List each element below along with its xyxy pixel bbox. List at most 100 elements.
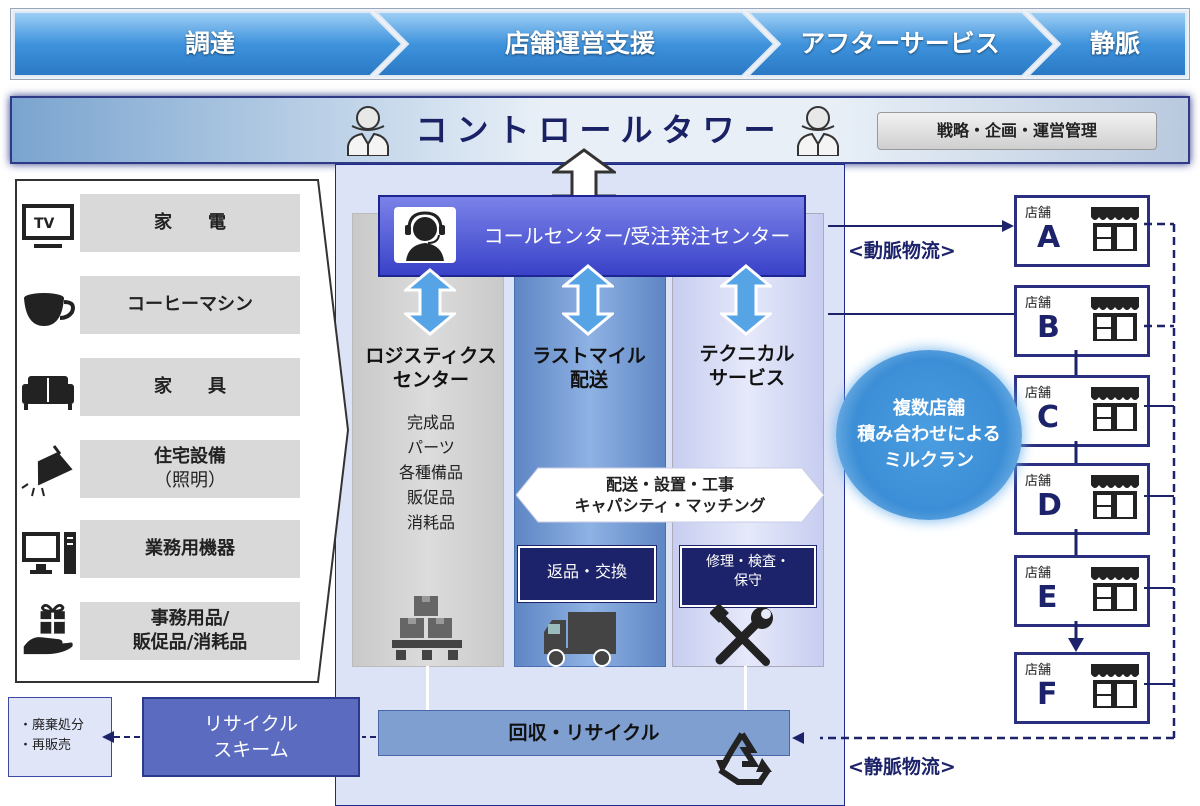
return-exchange-box: 返品・交換 bbox=[517, 545, 657, 603]
shop-building-icon bbox=[1091, 387, 1139, 431]
venous-arrow-head bbox=[792, 732, 804, 744]
store-a: 店舗 A bbox=[1014, 195, 1150, 267]
logistics-item: 完成品 bbox=[406, 413, 455, 432]
phase-after-service: アフターサービス bbox=[800, 29, 1000, 58]
store-letter: E bbox=[1037, 580, 1058, 615]
repair-box: 修理・検査・ 保守 bbox=[679, 545, 817, 608]
phase-chevrons bbox=[13, 11, 1187, 77]
delivery-truck-icon bbox=[544, 612, 616, 667]
product-label: コーヒーマシン bbox=[127, 294, 253, 315]
product-office-supplies: 事務用品/ 販促品/消耗品 bbox=[80, 602, 300, 660]
product-sublabel: 販促品/消耗品 bbox=[132, 632, 248, 653]
store-letter: D bbox=[1037, 488, 1062, 523]
lamp-icon bbox=[21, 445, 73, 497]
phase-chevron-1 bbox=[13, 11, 404, 77]
waste-line2: ・再販売 bbox=[19, 738, 72, 753]
shop-building-icon bbox=[1091, 297, 1139, 341]
phase-chevron-4 bbox=[1025, 11, 1187, 77]
logistics-double-arrow bbox=[404, 268, 456, 336]
store-flow-lines bbox=[820, 220, 1176, 740]
technical-double-arrow bbox=[720, 264, 772, 336]
scheme-line1: リサイクル bbox=[203, 713, 299, 735]
phase-store-support: 店舗運営支援 bbox=[504, 29, 655, 58]
product-label: 事務用品/ bbox=[150, 608, 230, 629]
sofa-icon bbox=[22, 376, 74, 410]
svg-text:TV: TV bbox=[34, 216, 55, 232]
pallet-boxes-icon bbox=[392, 596, 462, 660]
logistics-title-line2: センター bbox=[392, 369, 469, 391]
last-mile-title: ラストマイル 配送 bbox=[514, 344, 664, 392]
delivery-banner: 配送・設置・工事 キャパシティ・マッチング bbox=[530, 474, 810, 516]
logistics-item: 各種備品 bbox=[398, 463, 463, 482]
recycle-collection-bar: 回収・リサイクル bbox=[378, 710, 790, 756]
last-mile-double-arrow bbox=[562, 264, 614, 336]
product-housing-equipment: 住宅設備 （照明） bbox=[80, 440, 300, 498]
store-c: 店舗 C bbox=[1014, 375, 1150, 447]
shop-building-icon bbox=[1091, 567, 1139, 611]
store-label: 店舗 bbox=[1025, 663, 1052, 678]
scheme-line2: スキーム bbox=[213, 739, 289, 761]
milk-run-line1: 複数店舗 bbox=[893, 398, 965, 419]
store-letter: F bbox=[1037, 677, 1058, 712]
logistics-recycle-connector bbox=[426, 666, 429, 710]
product-coffee-machine: コーヒーマシン bbox=[80, 276, 300, 334]
venous-flow-label: <静脈物流> bbox=[848, 756, 956, 778]
last-mile-title-line2: 配送 bbox=[569, 369, 608, 391]
computer-icon bbox=[22, 532, 76, 574]
technical-recycle-connector bbox=[744, 666, 747, 710]
product-label: 家 具 bbox=[154, 376, 226, 397]
store-letter: B bbox=[1037, 310, 1060, 345]
phase-venous: 静脈 bbox=[1089, 29, 1140, 58]
product-label: 家 電 bbox=[154, 212, 226, 233]
call-center-box: コールセンター/受注発注センター bbox=[378, 195, 806, 277]
gift-hand-icon bbox=[23, 603, 73, 655]
product-furniture: 家 具 bbox=[80, 358, 300, 416]
product-appliance: 家 電 bbox=[80, 194, 300, 252]
repair-line1: 修理・検査・ bbox=[706, 554, 790, 570]
store-label: 店舗 bbox=[1025, 296, 1052, 311]
logistics-item: 消耗品 bbox=[406, 513, 455, 532]
coffee-cup-icon bbox=[24, 293, 75, 326]
store-d: 店舗 D bbox=[1014, 463, 1150, 535]
milk-run-line2: 積み合わせによる bbox=[857, 424, 1001, 445]
control-tower-title: コントロールタワー bbox=[415, 111, 785, 149]
store-label: 店舗 bbox=[1025, 206, 1052, 221]
store-b: 店舗 B bbox=[1014, 285, 1150, 357]
recycle-scheme-box: リサイクル スキーム bbox=[142, 697, 360, 777]
product-sublabel: （照明） bbox=[154, 470, 226, 491]
milk-run-line3: ミルクラン bbox=[884, 450, 974, 471]
product-label: 住宅設備 bbox=[154, 446, 226, 467]
logistics-item: パーツ bbox=[407, 438, 455, 457]
tv-icon: TV bbox=[22, 204, 74, 248]
headset-operator-icon bbox=[394, 207, 456, 263]
disposal-box: ・廃棄処分 ・再販売 bbox=[8, 697, 112, 777]
product-business-equipment: 業務用機器 bbox=[80, 520, 300, 578]
technical-title-line1: テクニカル bbox=[699, 343, 795, 365]
logistics-item: 販促品 bbox=[406, 488, 455, 507]
phase-chevron-2 bbox=[373, 11, 776, 77]
operator-person-icon-right bbox=[797, 106, 839, 156]
strategy-box: 戦略・企画・運営管理 bbox=[877, 112, 1157, 150]
logistics-title-line1: ロジスティクス bbox=[365, 345, 497, 367]
recycle-dashed-arrows bbox=[102, 731, 376, 743]
store-letter: A bbox=[1037, 220, 1061, 255]
delivery-banner-shape bbox=[516, 467, 824, 523]
phase-chevron-3 bbox=[745, 11, 1056, 77]
wrench-screwdriver-icon bbox=[710, 604, 773, 666]
logistics-items: 完成品 パーツ 各種備品 販促品 消耗品 bbox=[352, 410, 510, 535]
delivery-banner-line1: 配送・設置・工事 bbox=[605, 475, 734, 494]
shop-building-icon bbox=[1091, 475, 1139, 519]
technical-title: テクニカル サービス bbox=[672, 342, 822, 390]
logistics-title: ロジスティクス センター bbox=[352, 344, 510, 392]
delivery-banner-line2: キャパシティ・マッチング bbox=[574, 496, 766, 515]
store-f: 店舗 F bbox=[1014, 652, 1150, 724]
store-label: 店舗 bbox=[1025, 386, 1052, 401]
shop-building-icon bbox=[1091, 664, 1139, 708]
phase-procurement: 調達 bbox=[184, 29, 235, 58]
store-letter: C bbox=[1037, 400, 1060, 435]
milk-run-circle: 複数店舗 積み合わせによる ミルクラン bbox=[836, 350, 1022, 520]
recycle-icon bbox=[716, 732, 772, 785]
arterial-flow-label: <動脈物流> bbox=[848, 240, 956, 262]
technical-title-line2: サービス bbox=[708, 367, 785, 389]
repair-line2: 保守 bbox=[734, 573, 762, 589]
